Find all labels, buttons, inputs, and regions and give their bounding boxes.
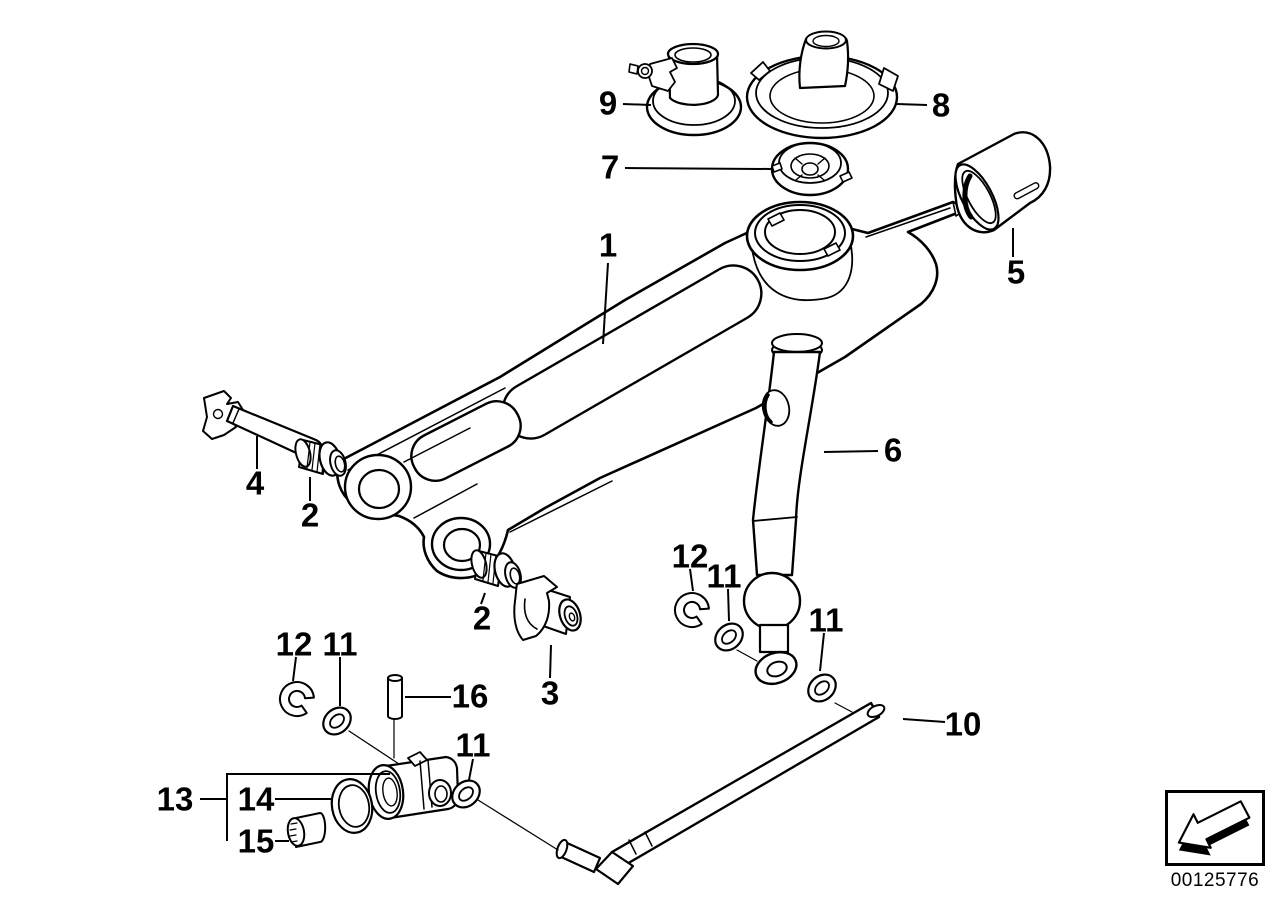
callout-part-5[interactable]: 5 [1006, 253, 1026, 291]
assembly-axis-lines [348, 649, 853, 851]
callout-part-10[interactable]: 10 [944, 705, 982, 743]
part-11-washer-d [807, 673, 837, 703]
doc-number: 00125776 [1170, 870, 1260, 891]
callout-part-2a[interactable]: 2 [300, 496, 320, 534]
callout-part-14[interactable]: 14 [237, 780, 275, 818]
part-7-bearing-insert [770, 141, 853, 197]
part-16-pin [387, 674, 403, 720]
callout-part-15[interactable]: 15 [237, 822, 275, 860]
part-1-shift-arm [335, 200, 967, 580]
part-10-selector-rod [555, 701, 886, 886]
callout-part-12a[interactable]: 12 [275, 625, 313, 663]
part-8-rubber-boot [745, 30, 899, 140]
arrow-down-left-icon [1177, 800, 1251, 856]
callout-part-12b[interactable]: 12 [671, 537, 709, 575]
part-11-washer-b [451, 779, 481, 809]
callout-part-2b[interactable]: 2 [472, 599, 492, 637]
callout-part-11c[interactable]: 11 [706, 557, 742, 595]
callout-part-4[interactable]: 4 [245, 464, 265, 502]
part-13-coupler [367, 751, 460, 820]
callout-part-11a[interactable]: 11 [322, 625, 358, 663]
part-12-c-clip-right [673, 592, 710, 629]
part-12-c-clip-left [278, 681, 315, 718]
callout-part-3[interactable]: 3 [540, 674, 560, 712]
callout-part-7[interactable]: 7 [600, 148, 620, 186]
part-15-bushing [286, 812, 327, 848]
part-3-clamp-bracket [513, 575, 582, 641]
callout-part-6[interactable]: 6 [883, 431, 903, 469]
callout-part-16[interactable]: 16 [451, 677, 489, 715]
callout-part-11b[interactable]: 11 [455, 726, 491, 764]
part-11-washer-c [714, 622, 744, 652]
direction-stamp-box [1165, 790, 1265, 866]
part-11-washer-a [322, 706, 352, 736]
part-9-clamp-bearing [628, 42, 743, 137]
part-2-bushing-lower [470, 549, 522, 589]
callout-part-9[interactable]: 9 [598, 84, 618, 122]
callout-part-13[interactable]: 13 [156, 780, 194, 818]
part-6-shift-rod [742, 333, 823, 686]
callout-part-11d[interactable]: 11 [808, 601, 844, 639]
callout-part-8[interactable]: 8 [931, 86, 951, 124]
part-2-bushing-upper [294, 438, 347, 477]
part-5-sleeve [953, 131, 1052, 234]
callout-part-1[interactable]: 1 [598, 226, 618, 264]
